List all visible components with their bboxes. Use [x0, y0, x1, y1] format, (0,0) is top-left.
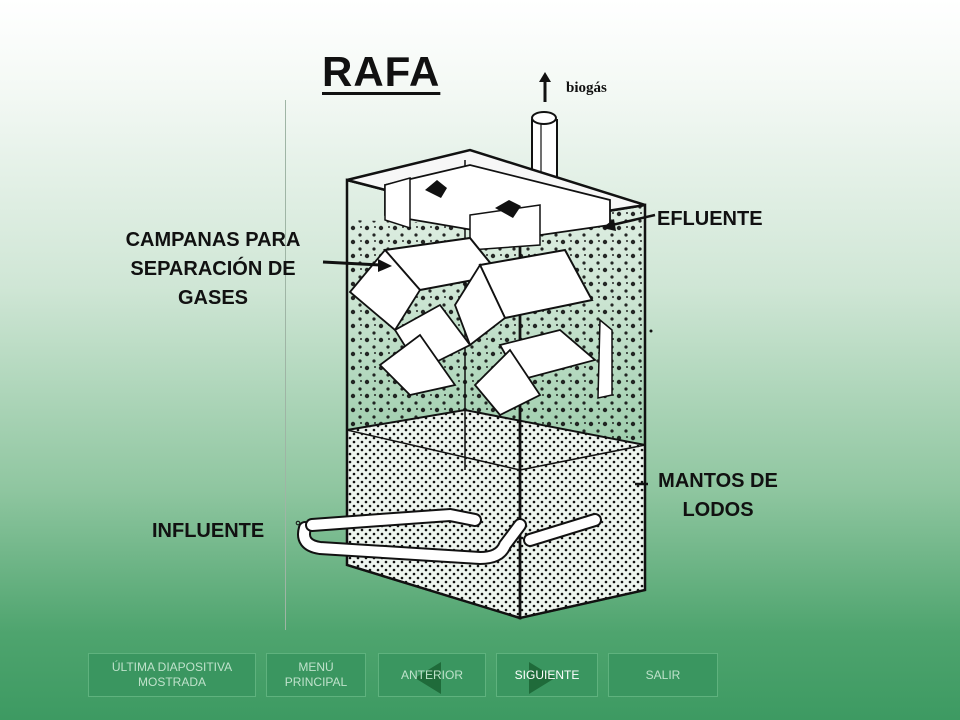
- next-button[interactable]: SIGUIENTE: [496, 653, 598, 697]
- last-viewed-label: ÚLTIMA DIAPOSITIVA MOSTRADA: [112, 660, 232, 690]
- biogas-label: biogás: [566, 80, 607, 96]
- exit-button[interactable]: SALIR: [608, 653, 718, 697]
- label-campanas-line1: CAMPANAS PARA: [125, 229, 301, 251]
- label-mantos-line2: LODOS: [682, 499, 754, 521]
- previous-arrow-icon: [415, 662, 441, 694]
- previous-button[interactable]: ANTERIOR: [378, 653, 486, 697]
- next-label: SIGUIENTE: [514, 667, 580, 682]
- annotation-arrows: [322, 213, 656, 486]
- last-viewed-line2: MOSTRADA: [137, 675, 206, 689]
- last-viewed-slide-button[interactable]: ÚLTIMA DIAPOSITIVA MOSTRADA: [88, 653, 256, 697]
- label-efluente: EFLUENTE: [657, 208, 763, 230]
- label-mantos-line1: MANTOS DE: [658, 470, 778, 492]
- last-viewed-line1: ÚLTIMA DIAPOSITIVA: [111, 660, 233, 674]
- label-mantos: MANTOS DE LODOS: [643, 467, 793, 525]
- gas-hoods: [348, 236, 613, 417]
- main-menu-button[interactable]: MENÚ PRINCIPAL: [266, 653, 366, 697]
- label-campanas: CAMPANAS PARA SEPARACIÓN DE GASES: [103, 226, 323, 313]
- main-menu-line1: MENÚ: [298, 660, 334, 674]
- slide-navigation: ÚLTIMA DIAPOSITIVA MOSTRADA MENÚ PRINCIP…: [88, 651, 728, 699]
- label-influente: INFLUENTE: [152, 520, 265, 542]
- previous-label: ANTERIOR: [400, 667, 463, 682]
- exit-label: SALIR: [645, 667, 681, 682]
- biogas-outlet: biogás: [531, 72, 607, 183]
- next-arrow-icon: [529, 662, 555, 694]
- main-menu-line2: PRINCIPAL: [284, 675, 348, 689]
- divider-line: [285, 100, 286, 630]
- main-menu-label: MENÚ PRINCIPAL: [285, 660, 347, 690]
- label-campanas-line3: GASES: [177, 287, 249, 309]
- slide-title: RAFA: [322, 48, 441, 95]
- influent-pipes: [295, 507, 602, 566]
- label-campanas-line2: SEPARACIÓN DE: [130, 258, 296, 280]
